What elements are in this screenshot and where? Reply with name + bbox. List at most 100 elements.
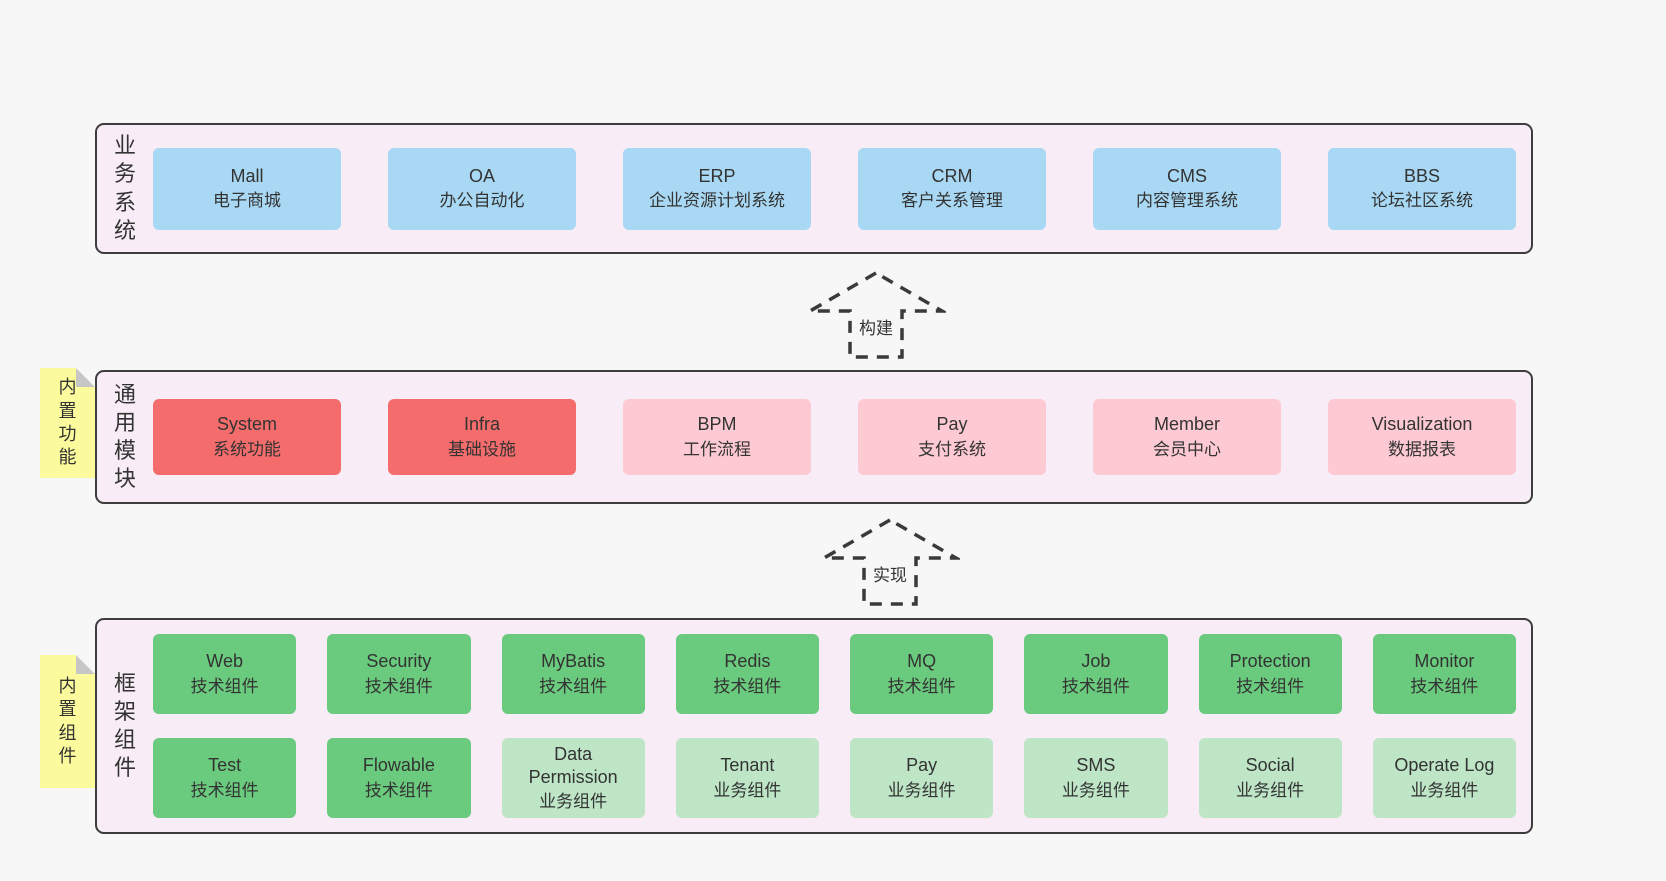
box-job: Job 技术组件	[1024, 634, 1168, 714]
side-label-text: 框架组件	[113, 670, 136, 781]
box-title: CMS	[1167, 165, 1207, 186]
build-arrow: 构建	[806, 270, 946, 360]
box-mall: Mall 电子商城	[153, 147, 341, 230]
box-subtitle: 技术组件	[364, 780, 433, 800]
box-oa: OA 办公自动化	[388, 147, 576, 230]
box-social: Social 业务组件	[1198, 738, 1342, 818]
box-cms: CMS 内容管理系统	[1093, 147, 1281, 230]
box-title: MyBatis	[541, 651, 606, 672]
framework-rows: Web 技术组件 Security 技术组件 MyBatis 技术组件 Redi…	[153, 634, 1531, 818]
box-subtitle: 技术组件	[1061, 676, 1130, 696]
folded-corner-icon	[76, 655, 95, 674]
box-erp: ERP 企业资源计划系统	[623, 147, 811, 230]
box-title: Mall	[230, 165, 264, 186]
framework-row-2: Test 技术组件 Flowable 技术组件 Data Permission …	[153, 738, 1516, 818]
box-flowable: Flowable 技术组件	[327, 738, 471, 818]
box-subtitle: 客户关系管理	[901, 191, 1003, 211]
box-mq: MQ 技术组件	[850, 634, 994, 714]
box-title: ERP	[698, 165, 736, 186]
box-title: Data Permission	[528, 743, 618, 787]
box-protection: Protection 技术组件	[1198, 634, 1342, 714]
box-subtitle: 办公自动化	[439, 191, 525, 211]
folded-corner-icon	[76, 368, 95, 387]
box-subtitle: 电子商城	[213, 191, 281, 211]
box-infra: Infra 基础设施	[388, 399, 576, 475]
box-system: System 系统功能	[153, 399, 341, 475]
box-subtitle: 工作流程	[683, 439, 751, 459]
box-title: Pay	[936, 414, 968, 435]
box-title: Tenant	[720, 755, 775, 776]
box-title: Protection	[1229, 651, 1311, 672]
box-visualization: Visualization 数据报表	[1328, 399, 1516, 475]
box-redis: Redis 技术组件	[675, 634, 819, 714]
box-tenant: Tenant 业务组件	[675, 738, 819, 818]
side-label-text: 通用模块	[113, 381, 136, 492]
box-title: MQ	[907, 651, 937, 672]
box-title: Pay	[906, 755, 938, 776]
framework-panel-side-label: 框架组件	[97, 670, 153, 783]
box-subtitle: 技术组件	[190, 676, 259, 696]
box-subtitle: 业务组件	[1236, 780, 1305, 800]
box-subtitle: 技术组件	[1236, 676, 1305, 696]
box-sms: SMS 业务组件	[1024, 738, 1168, 818]
box-subtitle: 业务组件	[713, 780, 782, 800]
implement-arrow-label: 实现	[869, 559, 911, 588]
common-modules-panel: 通用模块 System 系统功能 Infra 基础设施 BPM 工作流程 Pay…	[95, 370, 1533, 504]
box-subtitle: 业务组件	[1061, 780, 1130, 800]
box-subtitle: 企业资源计划系统	[649, 191, 785, 211]
box-title: System	[216, 414, 277, 435]
box-bpm: BPM 工作流程	[623, 399, 811, 475]
sticky-label: 内置功能	[58, 377, 77, 468]
box-subtitle: 技术组件	[190, 780, 259, 800]
box-monitor: Monitor 技术组件	[1372, 634, 1516, 714]
box-pay: Pay 支付系统	[858, 399, 1046, 475]
box-title: Flowable	[362, 755, 435, 776]
box-test: Test 技术组件	[153, 738, 297, 818]
box-mybatis: MyBatis 技术组件	[501, 634, 645, 714]
business-panel-side-label: 业务系统	[97, 132, 153, 245]
framework-components-panel: 框架组件 Web 技术组件 Security 技术组件 MyBatis 技术组件…	[95, 618, 1533, 834]
box-title: Visualization	[1371, 414, 1473, 435]
box-subtitle: 技术组件	[364, 676, 433, 696]
box-subtitle: 技术组件	[539, 676, 608, 696]
box-title: Social	[1245, 755, 1295, 776]
box-title: Monitor	[1414, 651, 1475, 672]
sticky-label: 内置组件	[58, 675, 77, 766]
box-subtitle: 论坛社区系统	[1371, 191, 1473, 211]
box-subtitle: 业务组件	[887, 780, 956, 800]
box-subtitle: 会员中心	[1153, 439, 1221, 459]
box-title: Infra	[463, 414, 501, 435]
box-title: SMS	[1076, 755, 1116, 776]
box-title: OA	[468, 165, 495, 186]
box-title: Web	[206, 651, 243, 672]
implement-arrow: 实现	[820, 517, 960, 607]
box-data-permission: Data Permission 业务组件	[501, 738, 645, 818]
framework-row-1: Web 技术组件 Security 技术组件 MyBatis 技术组件 Redi…	[153, 634, 1516, 714]
box-title: BBS	[1403, 165, 1441, 186]
box-subtitle: 系统功能	[213, 439, 281, 459]
box-title: Test	[208, 755, 242, 776]
box-crm: CRM 客户关系管理	[858, 147, 1046, 230]
box-subtitle: 内容管理系统	[1136, 191, 1238, 211]
box-title: Security	[366, 651, 432, 672]
box-security: Security 技术组件	[327, 634, 471, 714]
box-title: Redis	[724, 651, 771, 672]
business-boxes-row: Mall 电子商城 OA 办公自动化 ERP 企业资源计划系统 CRM 客户关系…	[153, 147, 1531, 230]
box-subtitle: 业务组件	[1410, 780, 1479, 800]
build-arrow-label: 构建	[855, 312, 897, 341]
sticky-note-built-in-components: 内置组件	[40, 655, 95, 788]
modules-panel-side-label: 通用模块	[97, 381, 153, 494]
box-subtitle: 数据报表	[1388, 439, 1456, 459]
sticky-note-built-in-features: 内置功能	[40, 368, 95, 478]
box-subtitle: 支付系统	[918, 439, 986, 459]
box-title: Job	[1081, 651, 1111, 672]
box-title: Member	[1153, 414, 1220, 435]
box-title: BPM	[697, 414, 737, 435]
box-operate-log: Operate Log 业务组件	[1372, 738, 1516, 818]
box-title: CRM	[931, 165, 973, 186]
side-label-text: 业务系统	[113, 133, 136, 243]
business-systems-panel: 业务系统 Mall 电子商城 OA 办公自动化 ERP 企业资源计划系统 CRM…	[95, 123, 1533, 254]
box-subtitle: 技术组件	[713, 676, 782, 696]
box-member: Member 会员中心	[1093, 399, 1281, 475]
box-subtitle: 技术组件	[1410, 676, 1479, 696]
